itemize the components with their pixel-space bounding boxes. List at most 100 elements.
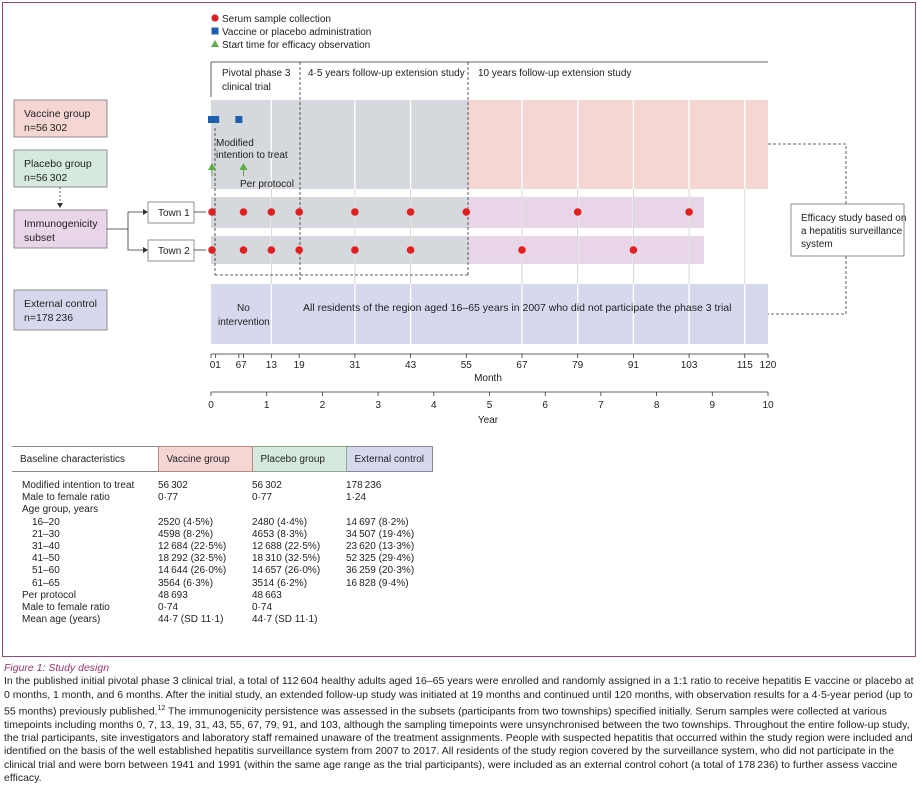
row-label: 61–65	[32, 577, 60, 589]
vaccine-cell: 48 693	[158, 589, 188, 601]
serum-sample-marker	[239, 208, 248, 216]
month-tick-label: 67	[236, 360, 248, 371]
branch-town2	[127, 229, 145, 251]
month-tick-label: 103	[681, 360, 698, 371]
serum-sample-marker	[295, 208, 303, 216]
placebo-cell: 4653 (8·3%)	[252, 528, 308, 540]
vaccine-group-box	[13, 99, 108, 138]
external-label: External control	[24, 298, 97, 310]
town2-band-early	[211, 236, 468, 264]
figure-caption: Figure 1: Study design In the published …	[4, 662, 916, 785]
placebo-cell: 0·74	[252, 602, 273, 614]
no-intervention-line1: No	[237, 303, 250, 314]
placebo-group-label: Placebo group	[24, 158, 92, 170]
vaccine-cell: 56 302	[158, 480, 188, 491]
serum-sample-marker	[685, 208, 693, 216]
year-tick-label: 7	[598, 400, 604, 411]
serum-sample-marker	[518, 246, 526, 254]
immuno-label-line1: Immunogenicity	[24, 218, 98, 230]
table-row: Mean age (years)44·7 (SD 11·1)44·7 (SD 1…	[12, 614, 432, 626]
external-cell	[346, 602, 432, 614]
serum-sample-marker	[351, 208, 359, 216]
year-tick-label: 5	[487, 400, 493, 411]
row-label: Modified intention to treat	[22, 480, 135, 491]
month-tick-label: 115	[737, 360, 753, 371]
phase-extension-10: 10 years follow-up extension study	[478, 68, 631, 79]
table-row: Per protocol 48 693 48 663	[12, 590, 432, 602]
month-tick-label: 120	[760, 360, 777, 371]
serum-sample-marker	[295, 246, 303, 254]
month-tick-label: 31	[349, 360, 361, 371]
mitt-line2: intention to treat	[216, 150, 288, 161]
row-label: Male to female ratio	[22, 492, 110, 504]
table-row: Age group, years	[12, 504, 432, 516]
mitt-line1: Modified	[216, 138, 254, 149]
external-cell: 36 259 (20·3%)	[346, 565, 415, 577]
month-tick-label: 79	[572, 360, 584, 371]
efficacy-line2: a hepatitis surveillance	[801, 226, 903, 237]
serum-sample-marker	[462, 208, 471, 216]
external-band	[211, 284, 768, 344]
placebo-cell: 14 657 (26·0%)	[252, 565, 321, 577]
vaccination-marker	[208, 116, 215, 123]
external-cell: 52 325 (29·4%)	[346, 553, 415, 565]
year-tick-label: 3	[375, 400, 381, 411]
vaccine-cell: 2520 (4·5%)	[158, 516, 214, 528]
timeline-markers	[208, 116, 693, 254]
serum-sample-marker	[267, 246, 276, 254]
external-control-box	[13, 289, 108, 331]
row-label: 31–40	[32, 541, 60, 553]
year-tick-label: 2	[320, 400, 326, 411]
efficacy-connector-bottom	[768, 256, 847, 315]
month-axis-label: Month	[474, 373, 502, 384]
efficacy-line3: system	[801, 239, 833, 250]
serum-sample-marker	[573, 208, 582, 216]
blinded-band-early	[211, 100, 468, 189]
immuno-label-line2: subset	[24, 232, 55, 244]
external-description: All residents of the region aged 16–65 y…	[303, 302, 731, 314]
year-tick-label: 1	[264, 400, 270, 411]
month-tick-label: 01	[210, 360, 222, 371]
placebo-cell	[252, 504, 346, 516]
placebo-cell: 44·7 (SD 11·1)	[252, 614, 318, 626]
placebo-cell: 48 663	[252, 589, 282, 601]
row-label: Per protocol	[22, 589, 76, 601]
vaccine-group-label: Vaccine group	[24, 108, 91, 120]
branch-town1	[107, 211, 145, 230]
external-cell: 23 620 (13·3%)	[346, 541, 415, 553]
town1-box	[147, 201, 195, 224]
caption-title: Figure 1: Study design	[4, 662, 110, 674]
serum-sample-marker	[267, 208, 276, 216]
year-tick-label: 0	[208, 400, 214, 411]
vaccine-cell: 3564 (6·3%)	[158, 577, 214, 589]
figure-frame	[2, 2, 916, 657]
table-header: Baseline characteristics	[12, 446, 158, 472]
phase-extension-45: 4·5 years follow-up extension study	[308, 68, 465, 79]
vaccination-marker	[235, 116, 243, 123]
month-tick-label: 55	[461, 360, 473, 371]
serum-sample-marker	[208, 246, 216, 254]
month-gridlines	[270, 100, 746, 350]
table-header: Vaccine group	[157, 446, 253, 472]
row-label: Age group, years	[22, 504, 99, 516]
row-label: 41–50	[32, 553, 60, 565]
legend-efficacy: Start time for efficacy observation	[222, 40, 370, 51]
efficacy-start-marker	[239, 163, 248, 170]
town2-band-late	[468, 236, 704, 264]
placebo-cell: 12 688 (22·5%)	[252, 541, 321, 553]
year-tick-label: 4	[431, 400, 437, 411]
town2-box	[147, 239, 195, 262]
placebo-group-box	[13, 149, 108, 188]
external-n: n=178 236	[24, 312, 73, 324]
vaccine-cell: 44·7 (SD 11·1)	[158, 614, 224, 626]
placebo-cell: 0·77	[252, 492, 273, 504]
external-cell: 16 828 (9·4%)	[346, 577, 409, 589]
row-label: 21–30	[32, 528, 60, 540]
vaccine-extended-band	[468, 100, 768, 189]
